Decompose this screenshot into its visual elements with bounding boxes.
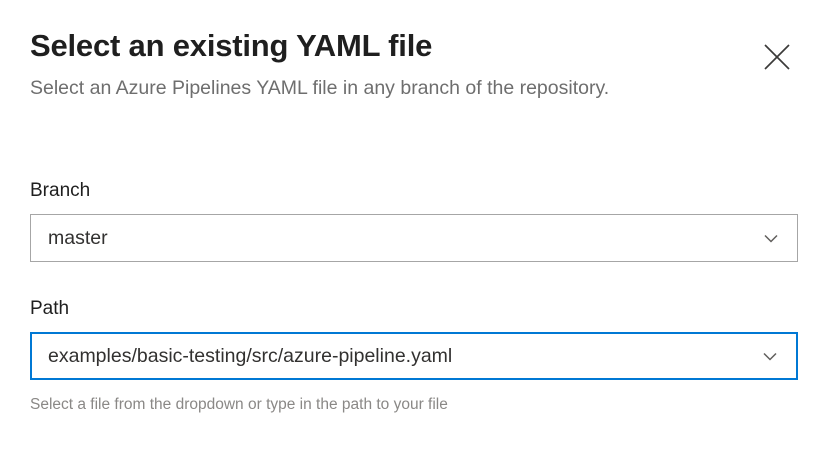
- dialog-header: Select an existing YAML file Select an A…: [30, 26, 730, 104]
- branch-label: Branch: [30, 180, 91, 201]
- close-button[interactable]: [756, 36, 798, 78]
- close-icon: [762, 42, 792, 72]
- path-field: Path Select a file from the dropdown or …: [30, 296, 798, 415]
- yaml-file-form: Branch Path Select: [30, 178, 798, 415]
- page-title: Select an existing YAML file: [30, 28, 433, 63]
- field-spacer: [30, 262, 798, 296]
- chevron-down-icon[interactable]: [757, 224, 785, 252]
- branch-dropdown[interactable]: [30, 214, 798, 262]
- dialog-subtitle: Select an Azure Pipelines YAML file in a…: [30, 77, 610, 99]
- path-helper-text: Select a file from the dropdown or type …: [30, 396, 448, 413]
- branch-field: Branch: [30, 178, 798, 262]
- path-label: Path: [30, 298, 70, 319]
- path-input[interactable]: [32, 343, 796, 369]
- branch-input[interactable]: [31, 225, 797, 251]
- path-dropdown[interactable]: [30, 332, 798, 380]
- chevron-down-icon[interactable]: [756, 342, 784, 370]
